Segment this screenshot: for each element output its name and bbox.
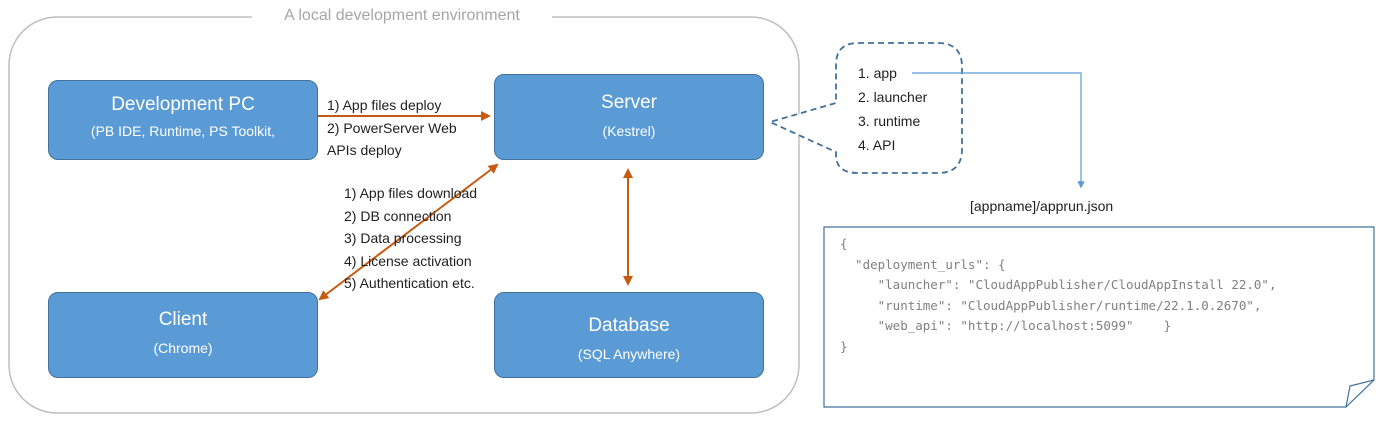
- code-line: "launcher": "CloudAppPublisher/CloudAppI…: [840, 277, 1277, 292]
- code-line: {: [840, 236, 848, 251]
- json-file-fold: [1345, 379, 1375, 408]
- node-subtitle: (Kestrel): [602, 123, 656, 139]
- node-title: Client: [158, 309, 208, 330]
- connector-app-to-file: [912, 72, 1085, 189]
- callout-item: 3. runtime: [858, 113, 921, 129]
- code-line: }: [840, 338, 848, 354]
- node-server[interactable]: Server (Kestrel): [494, 74, 764, 160]
- edge-label-client-server: 1) App files download 2) DB connection 3…: [344, 185, 478, 291]
- json-file-name: [appname]/apprun.json: [970, 198, 1114, 214]
- environment-title: A local development environment: [252, 6, 552, 26]
- node-subtitle: (PB IDE, Runtime, PS Toolkit,: [90, 123, 276, 139]
- callout-list: 1. app 2. launcher 3. runtime 4. API: [858, 61, 927, 157]
- code-line: "web_api": "http://localhost:5099" }: [840, 318, 1172, 333]
- code-line: "runtime": "CloudAppPublisher/runtime/22…: [840, 297, 1262, 313]
- node-title: Database: [588, 315, 670, 336]
- node-title: Development PC: [111, 94, 255, 115]
- node-subtitle: (SQL Anywhere): [577, 346, 681, 362]
- node-development-pc[interactable]: Development PC (PB IDE, Runtime, PS Tool…: [48, 80, 318, 160]
- node-subtitle: (Chrome): [153, 340, 213, 356]
- callout-bubble: [767, 42, 963, 174]
- callout-item: 1. app: [858, 65, 897, 81]
- node-title: Server: [601, 92, 657, 113]
- callout-item: 2. launcher: [858, 89, 928, 105]
- node-client[interactable]: Client (Chrome): [48, 292, 318, 378]
- arrow-server-client: [318, 163, 499, 301]
- node-database[interactable]: Database (SQL Anywhere): [494, 292, 764, 378]
- json-file-content: { "deployment_urls": { "launcher": "Clou…: [840, 234, 1277, 357]
- edge-label-devpc-server: 1) App files deploy 2) PowerServer Web A…: [327, 97, 457, 158]
- json-file-page: [823, 226, 1375, 408]
- callout-item: 4. API: [858, 137, 896, 153]
- code-line: "deployment_urls": {: [840, 256, 1006, 272]
